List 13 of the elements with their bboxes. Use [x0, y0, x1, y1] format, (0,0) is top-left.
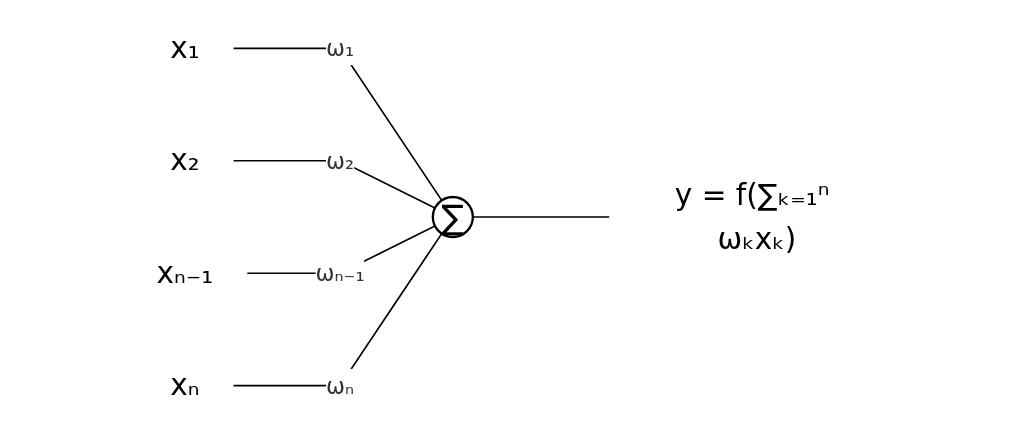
node-circle: ∑ [431, 195, 474, 239]
node-text: xₙ [170, 368, 200, 403]
edge-label: ω₁ [325, 34, 355, 62]
node-text: x₁ [170, 30, 200, 65]
connector [232, 47, 443, 202]
edge-label: ωₙ [326, 372, 355, 400]
edge-label: ωₙ₋₁ [315, 259, 365, 287]
node-text: xₙ₋₁ [156, 255, 214, 290]
node-text: x₂ [170, 143, 200, 178]
node-text: y = f(∑ₖ₌₁ⁿ ωₖxₖ) [674, 177, 830, 256]
connector [472, 216, 610, 218]
connector [232, 232, 443, 387]
edge-label: ω₂ [325, 147, 355, 175]
